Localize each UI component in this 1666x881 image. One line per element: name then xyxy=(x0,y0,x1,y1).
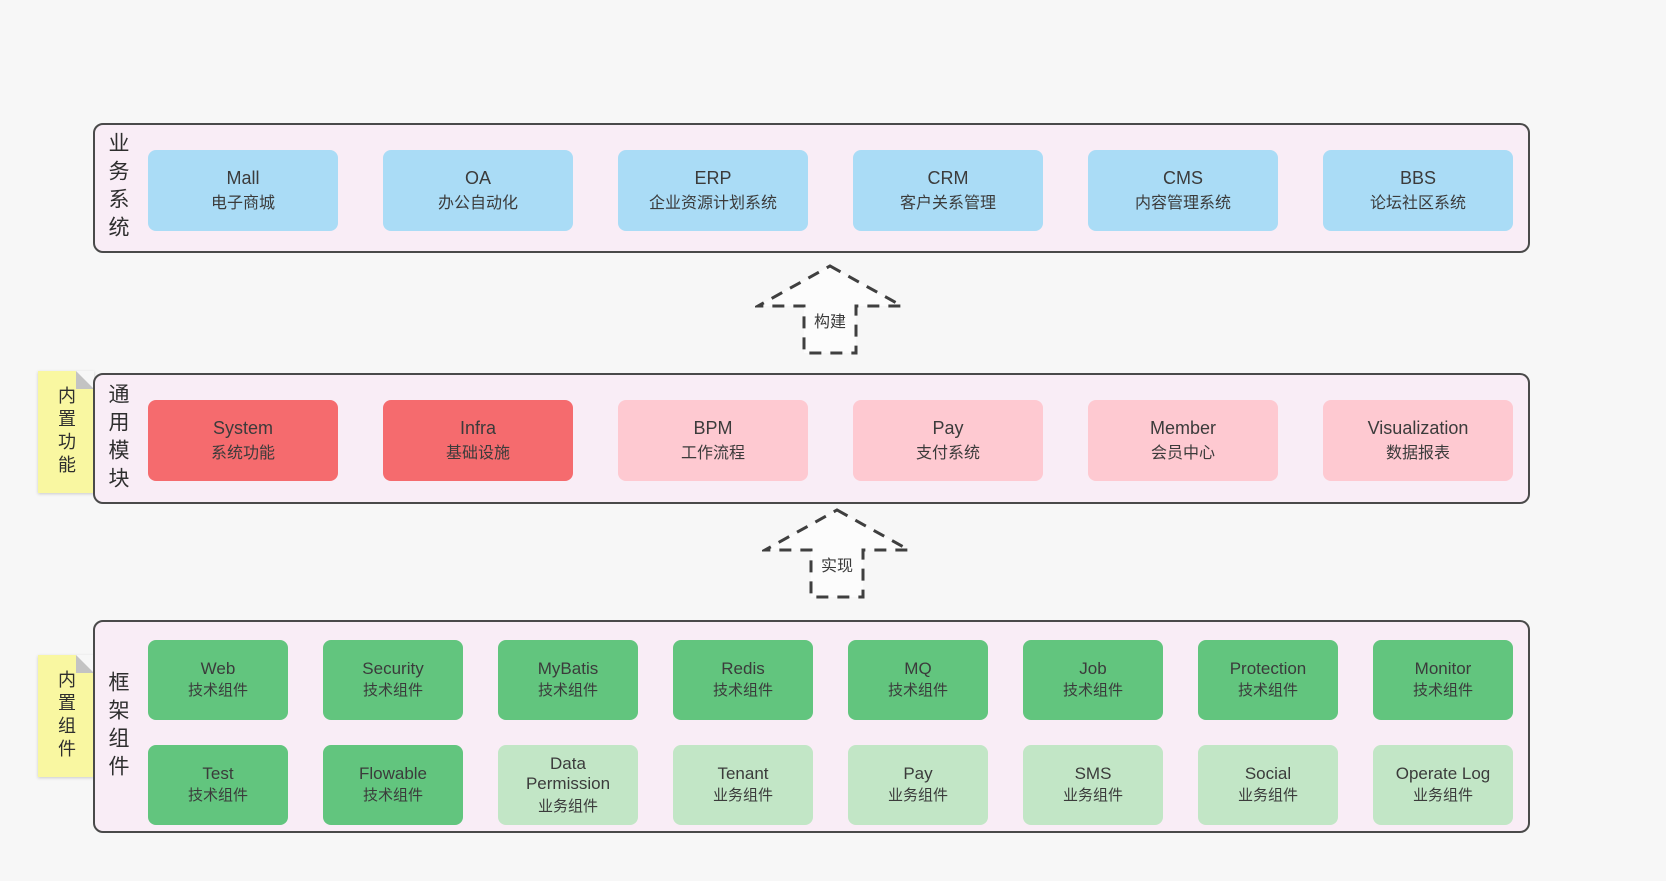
box-subtitle: 会员中心 xyxy=(1150,445,1215,463)
box-oa: OA 办公自动化 xyxy=(383,150,573,231)
sticky-note-builtin-features: 内置功能 xyxy=(38,371,94,493)
box-title: Test xyxy=(202,763,234,783)
box-title: Security xyxy=(362,658,424,678)
sticky-note-text: 内置组件 xyxy=(56,670,76,762)
box-tenant: Tenant 业务组件 xyxy=(673,745,813,825)
box-bbs: BBS 论坛社区系统 xyxy=(1323,150,1513,231)
box-title: Social xyxy=(1244,763,1292,783)
box-subtitle: 论坛社区系统 xyxy=(1369,195,1466,213)
box-subtitle: 技术组件 xyxy=(537,682,598,700)
box-subtitle: 业务组件 xyxy=(1062,787,1123,805)
box-title: SMS xyxy=(1074,763,1112,783)
layer-business-label: 业务系统 xyxy=(106,132,129,244)
box-title: Data Permission xyxy=(525,753,611,794)
box-title: Flowable xyxy=(358,763,428,783)
box-erp: ERP 企业资源计划系统 xyxy=(618,150,808,231)
arrow-implement-label: 实现 xyxy=(818,552,856,576)
box-subtitle: 内容管理系统 xyxy=(1134,195,1231,213)
box-subtitle: 技术组件 xyxy=(362,787,423,805)
box-title: Pay xyxy=(903,763,933,783)
sticky-note-text: 内置功能 xyxy=(56,386,76,478)
box-subtitle: 电子商城 xyxy=(210,195,275,213)
box-subtitle: 技术组件 xyxy=(362,682,423,700)
box-subtitle: 技术组件 xyxy=(187,682,248,700)
box-title: Redis xyxy=(721,658,765,678)
box-redis: Redis 技术组件 xyxy=(673,640,813,720)
box-visualization: Visualization 数据报表 xyxy=(1323,400,1513,481)
box-title: Tenant xyxy=(717,763,769,783)
box-operate-log: Operate Log 业务组件 xyxy=(1373,745,1513,825)
box-subtitle: 系统功能 xyxy=(210,445,275,463)
box-sms: SMS 业务组件 xyxy=(1023,745,1163,825)
box-title: BBS xyxy=(1399,167,1437,188)
arrow-implement: 实现 xyxy=(762,506,912,601)
box-web: Web 技术组件 xyxy=(148,640,288,720)
box-subtitle: 业务组件 xyxy=(712,787,773,805)
box-crm: CRM 客户关系管理 xyxy=(853,150,1043,231)
box-system: System 系统功能 xyxy=(148,400,338,481)
box-protection: Protection 技术组件 xyxy=(1198,640,1338,720)
box-title: Pay xyxy=(932,417,964,438)
layer-modules-label: 通用模块 xyxy=(106,382,129,495)
box-title: Member xyxy=(1149,417,1216,438)
box-subtitle: 技术组件 xyxy=(1237,682,1298,700)
box-test: Test 技术组件 xyxy=(148,745,288,825)
sticky-note-builtin-components: 内置组件 xyxy=(38,655,94,777)
box-title: MyBatis xyxy=(537,658,599,678)
box-title: Mall xyxy=(226,167,260,188)
box-title: Job xyxy=(1079,658,1107,678)
box-title: CMS xyxy=(1163,167,1203,188)
box-title: OA xyxy=(464,167,491,188)
box-subtitle: 基础设施 xyxy=(445,445,510,463)
layer-framework-components: 框架组件 Web 技术组件 Security 技术组件 MyBatis 技术组件… xyxy=(93,620,1530,833)
box-mall: Mall 电子商城 xyxy=(148,150,338,231)
box-subtitle: 企业资源计划系统 xyxy=(648,195,777,213)
box-infra: Infra 基础设施 xyxy=(383,400,573,481)
box-subtitle: 工作流程 xyxy=(680,445,745,463)
box-title: CRM xyxy=(927,167,969,188)
box-subtitle: 数据报表 xyxy=(1385,445,1450,463)
box-title: Monitor xyxy=(1414,658,1472,678)
box-title: Web xyxy=(200,658,236,678)
box-subtitle: 业务组件 xyxy=(1237,787,1298,805)
box-subtitle: 技术组件 xyxy=(187,787,248,805)
box-security: Security 技术组件 xyxy=(323,640,463,720)
box-title: Visualization xyxy=(1367,417,1469,438)
arrow-build-label: 构建 xyxy=(811,308,849,332)
box-monitor: Monitor 技术组件 xyxy=(1373,640,1513,720)
box-flowable: Flowable 技术组件 xyxy=(323,745,463,825)
box-subtitle: 业务组件 xyxy=(1412,787,1473,805)
box-title: BPM xyxy=(693,417,733,438)
box-subtitle: 业务组件 xyxy=(537,797,598,815)
box-cms: CMS 内容管理系统 xyxy=(1088,150,1278,231)
box-title: System xyxy=(212,417,273,438)
box-subtitle: 客户关系管理 xyxy=(899,195,996,213)
arrow-build: 构建 xyxy=(755,262,905,357)
box-title: ERP xyxy=(694,167,732,188)
box-title: Infra xyxy=(459,417,497,438)
layer-framework-label: 框架组件 xyxy=(106,670,129,783)
layer-common-modules: 通用模块 System 系统功能 Infra 基础设施 BPM 工作流程 Pay… xyxy=(93,373,1530,504)
box-subtitle: 技术组件 xyxy=(1062,682,1123,700)
box-job: Job 技术组件 xyxy=(1023,640,1163,720)
layer-business-systems: 业务系统 Mall 电子商城 OA 办公自动化 ERP 企业资源计划系统 CRM… xyxy=(93,123,1530,253)
box-pay-component: Pay 业务组件 xyxy=(848,745,988,825)
box-data-permission: Data Permission 业务组件 xyxy=(498,745,638,825)
box-mybatis: MyBatis 技术组件 xyxy=(498,640,638,720)
box-title: Operate Log xyxy=(1395,763,1491,783)
box-social: Social 业务组件 xyxy=(1198,745,1338,825)
box-bpm: BPM 工作流程 xyxy=(618,400,808,481)
box-member: Member 会员中心 xyxy=(1088,400,1278,481)
box-subtitle: 技术组件 xyxy=(1412,682,1473,700)
box-subtitle: 办公自动化 xyxy=(437,195,518,213)
box-title: MQ xyxy=(904,658,932,678)
box-subtitle: 业务组件 xyxy=(887,787,948,805)
box-mq: MQ 技术组件 xyxy=(848,640,988,720)
box-pay-module: Pay 支付系统 xyxy=(853,400,1043,481)
box-subtitle: 技术组件 xyxy=(712,682,773,700)
box-subtitle: 技术组件 xyxy=(887,682,948,700)
box-subtitle: 支付系统 xyxy=(915,445,980,463)
box-title: Protection xyxy=(1229,658,1307,678)
